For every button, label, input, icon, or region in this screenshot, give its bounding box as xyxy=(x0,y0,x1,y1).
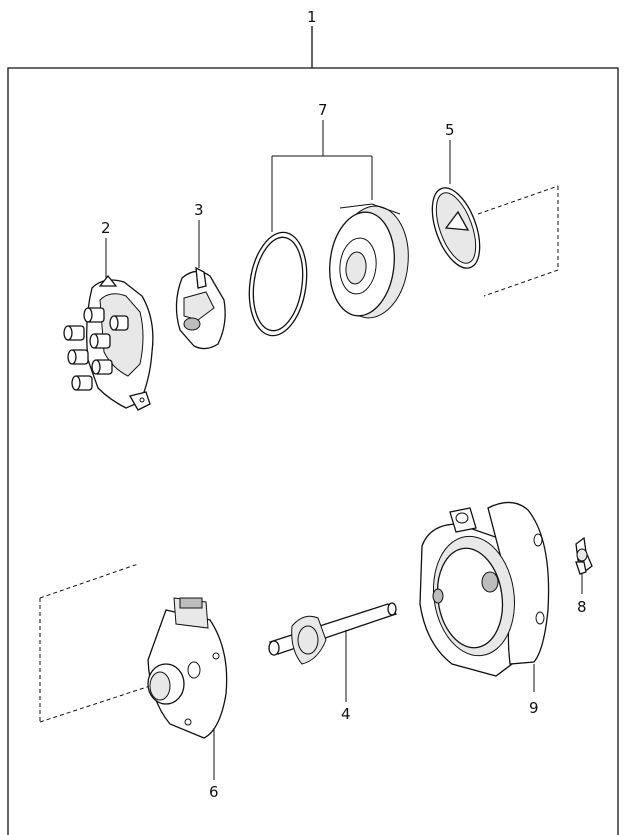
cover-and-oring-icon: 7 xyxy=(248,101,409,337)
assembly-frame: 1 xyxy=(7,8,619,835)
washer-icon: 5 xyxy=(431,121,559,297)
rotor-icon: 3 xyxy=(175,201,226,350)
distributor-cap-icon: 2 xyxy=(63,219,154,411)
callout-4-label: 4 xyxy=(341,705,351,723)
callout-8-label: 8 xyxy=(577,598,587,616)
callout-3-label: 3 xyxy=(194,201,204,219)
callout-1-label: 1 xyxy=(307,8,317,26)
callout-6-label: 6 xyxy=(209,783,219,801)
shaft-icon: 4 xyxy=(268,602,398,723)
ignition-module-icon: 6 xyxy=(39,563,228,801)
wing-nut-icon: 8 xyxy=(575,536,593,616)
callout-9-label: 9 xyxy=(529,699,539,717)
callout-7-label: 7 xyxy=(318,101,328,119)
callout-2-label: 2 xyxy=(101,219,111,237)
callout-5-label: 5 xyxy=(445,121,455,139)
housing-icon: 9 xyxy=(419,501,550,717)
